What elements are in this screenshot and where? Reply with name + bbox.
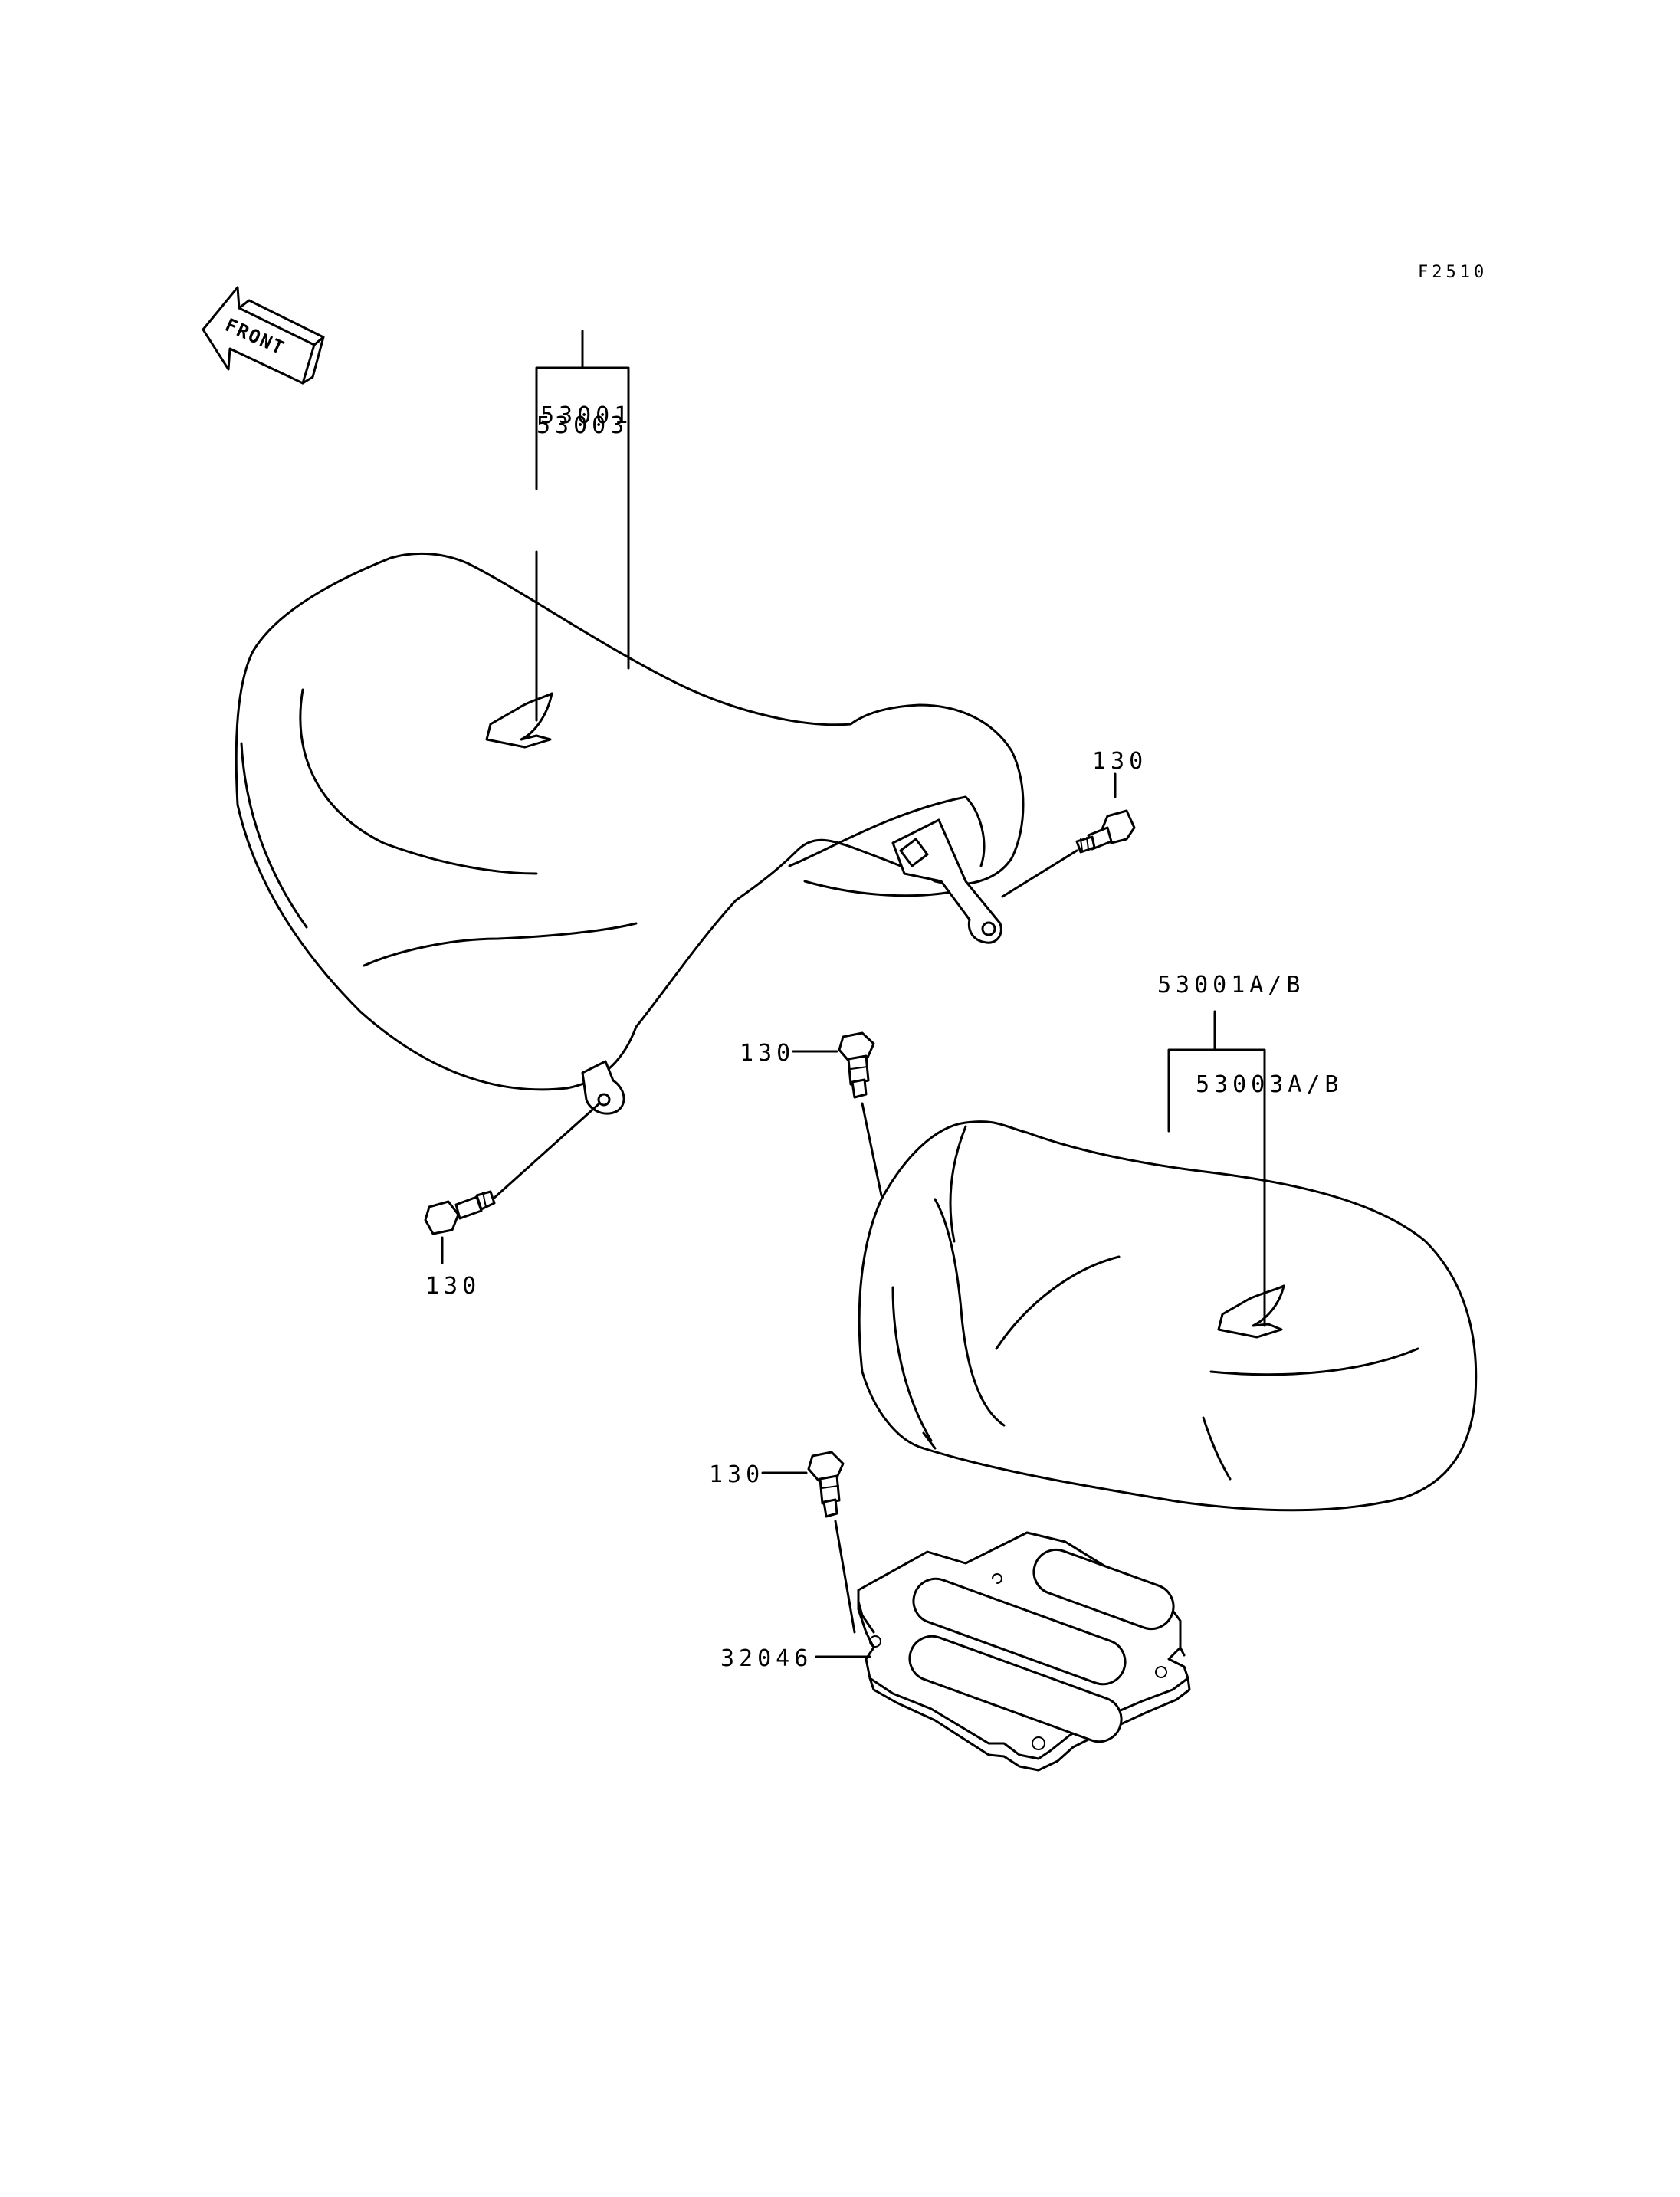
seat-plate bbox=[857, 1531, 1191, 1772]
bolt-130-c bbox=[838, 1031, 875, 1099]
label-130-b: 130 bbox=[425, 1273, 481, 1300]
front-arrow-icon: FRONT bbox=[202, 286, 325, 385]
label-53003: 53003 bbox=[536, 412, 628, 439]
figure-code: F2510 bbox=[1418, 263, 1488, 282]
bolt-130-d bbox=[807, 1451, 845, 1518]
label-130-c: 130 bbox=[740, 1040, 795, 1067]
label-53001ab: 53001A/B bbox=[1157, 972, 1305, 998]
bolt-130-b bbox=[424, 1190, 496, 1235]
label-53003ab: 53003A/B bbox=[1196, 1071, 1344, 1098]
label-130-d: 130 bbox=[709, 1461, 764, 1488]
label-130-a: 130 bbox=[1092, 748, 1147, 775]
rear-seat bbox=[858, 1120, 1478, 1512]
front-seat bbox=[235, 552, 1025, 1115]
label-53001: 53001 bbox=[540, 402, 632, 429]
label-32046: 32046 bbox=[720, 1645, 812, 1672]
bolt-130-a bbox=[1075, 809, 1136, 854]
